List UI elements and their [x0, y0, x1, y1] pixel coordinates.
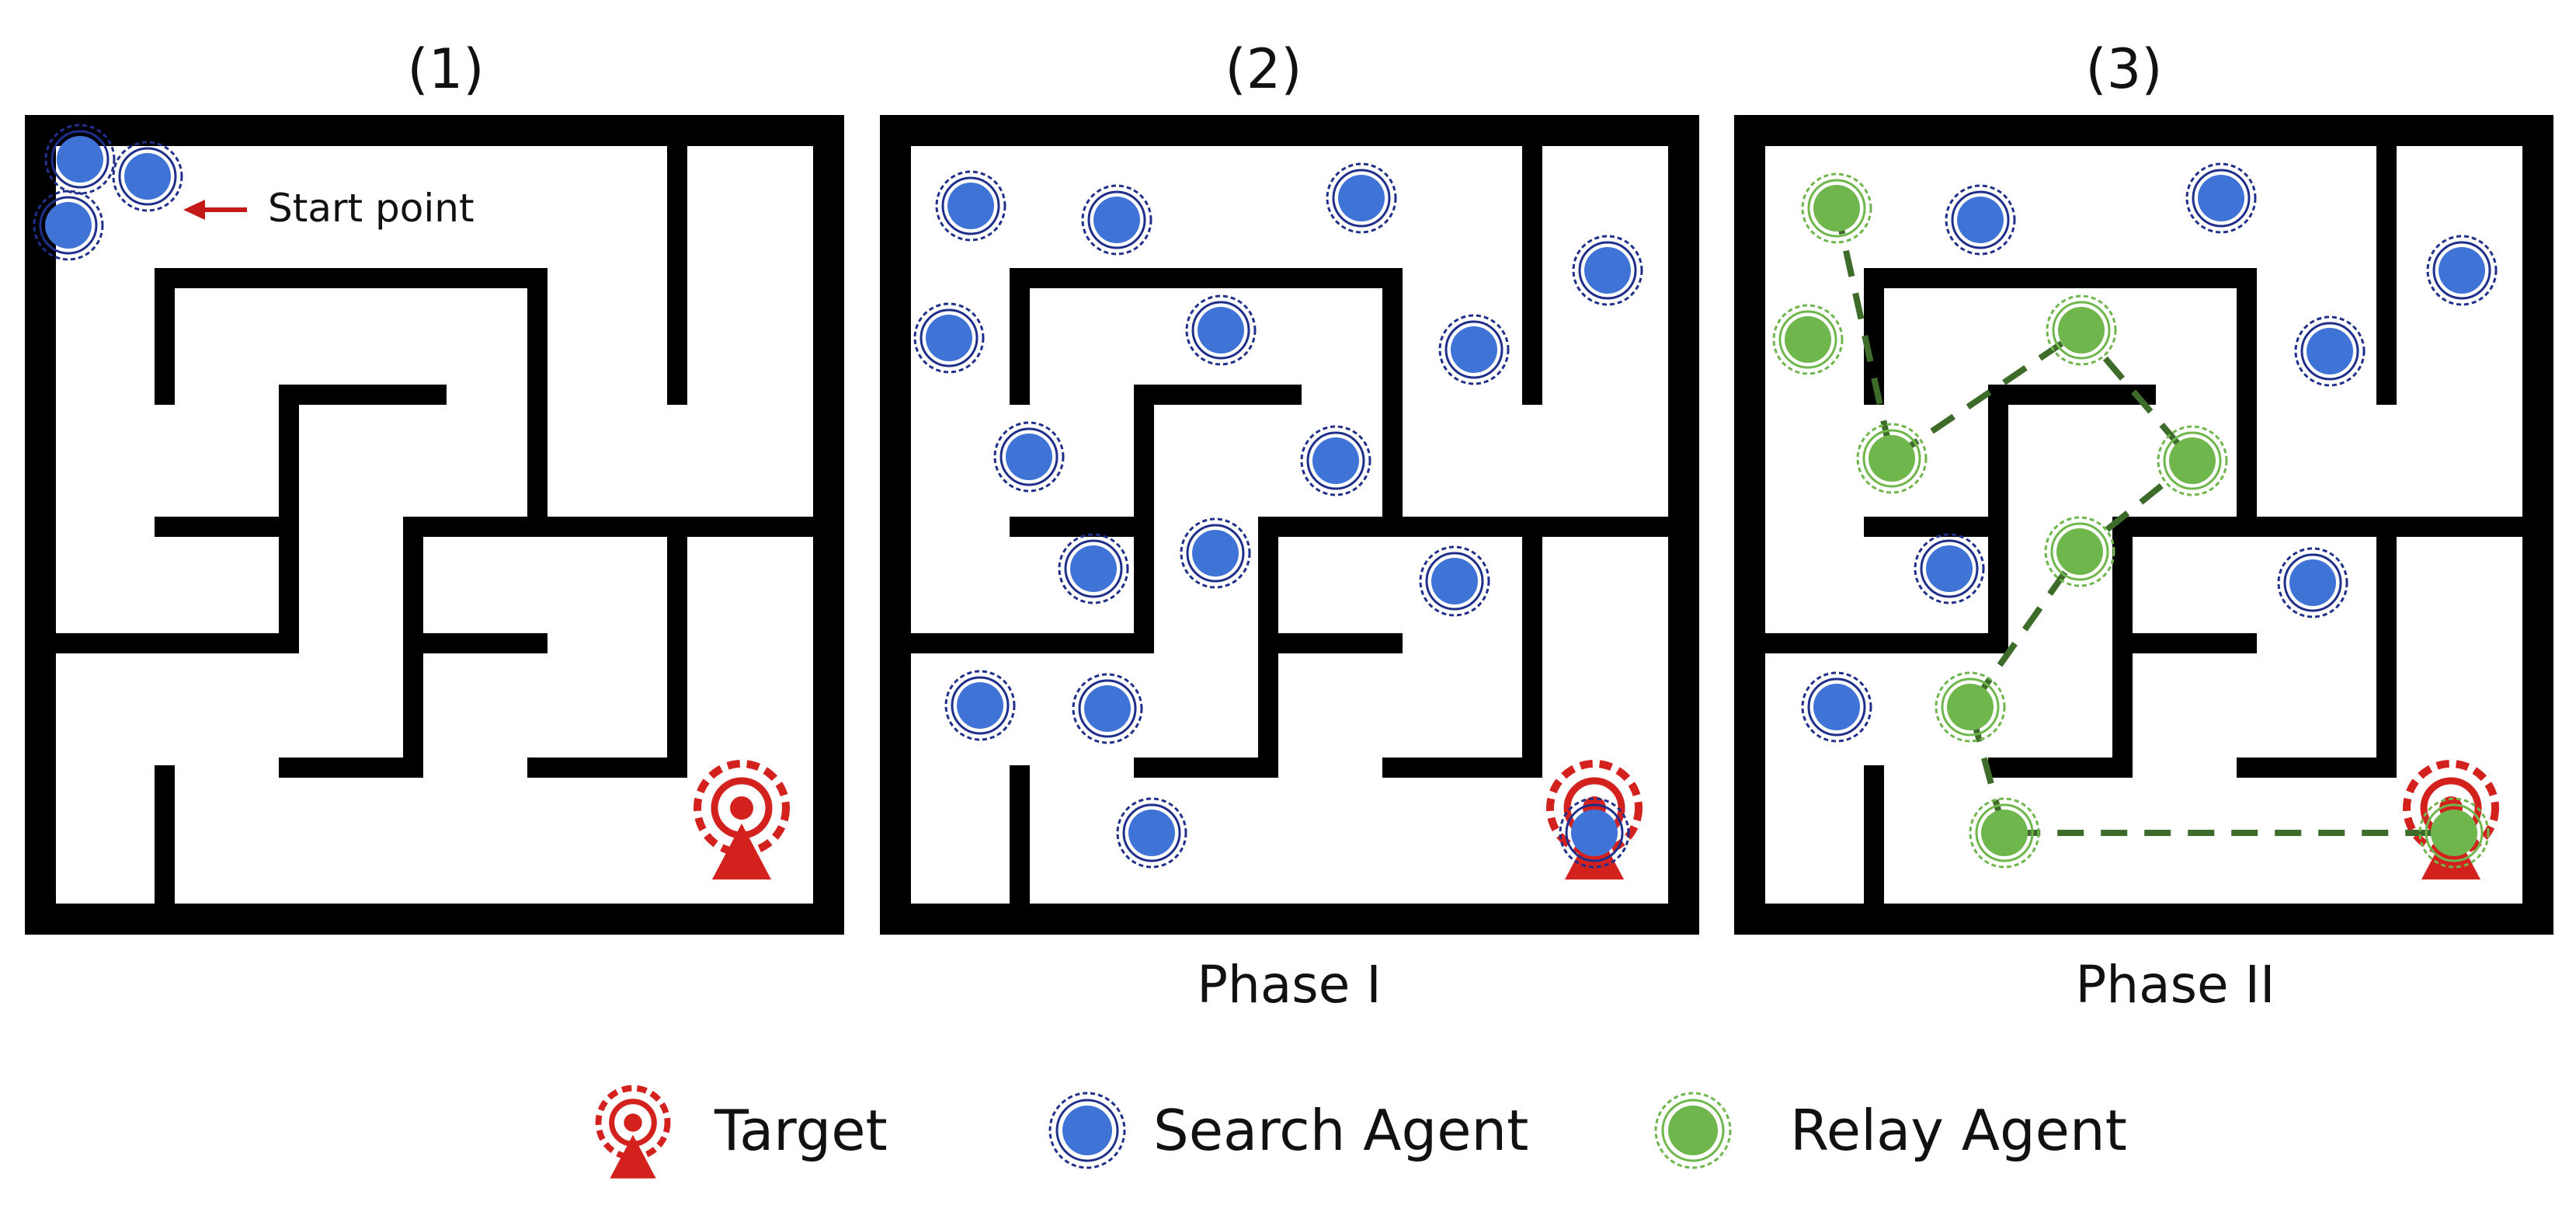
search-agent-icon — [1419, 545, 1490, 617]
search-agent-icon — [1180, 517, 1251, 589]
search-agent-icon — [1081, 184, 1152, 256]
panel-2-search-agents — [913, 162, 1643, 869]
search-agent-icon — [944, 670, 1016, 741]
search-agent-icon — [1945, 184, 2016, 256]
search-agent-icon — [2185, 162, 2257, 234]
search-agent-icon — [33, 190, 104, 261]
search-agent-icon — [1185, 294, 1257, 366]
start-cluster — [33, 124, 183, 261]
panel-1-label: (1) — [407, 37, 484, 101]
relay-agent-icon — [2157, 425, 2228, 496]
start-arrowhead — [183, 200, 205, 220]
target-icon — [595, 1085, 671, 1179]
search-agent-icon — [1072, 673, 1143, 744]
legend-search-label: Search Agent — [1153, 1098, 1528, 1163]
panel-3-label: (3) — [2085, 37, 2162, 101]
search-agent-icon — [1058, 533, 1129, 604]
maze-panel-2 — [880, 115, 1699, 935]
legend-relay-label: Relay Agent — [1790, 1098, 2127, 1163]
panel-3-relay-agents — [1772, 172, 2490, 869]
phase-2-label: Phase II — [2076, 955, 2275, 1015]
relay-agent-icon — [1801, 172, 1872, 244]
search-agent-icon — [1116, 797, 1187, 869]
search-agent-icon — [2277, 547, 2348, 618]
relay-agent-icon — [2044, 516, 2115, 587]
search-agent-icon — [44, 124, 116, 195]
legend-relay-agent: Relay Agent — [1654, 1092, 2127, 1169]
search-agent-icon — [1300, 425, 1371, 496]
relay-agent-icon — [1969, 797, 2040, 869]
search-agent-icon — [1572, 235, 1643, 306]
search-agent-icon — [1559, 797, 1630, 869]
start-point-annotation: Start point — [183, 186, 475, 231]
panel-3-search-agents — [1801, 162, 2498, 743]
search-agent-icon — [913, 302, 985, 374]
panel-2-label: (2) — [1225, 37, 1302, 101]
maze-panel-1 — [25, 115, 844, 935]
legend-search-agent: Search Agent — [1048, 1092, 1528, 1169]
search-agent-icon — [1326, 162, 1397, 234]
search-agent-icon — [993, 421, 1065, 493]
search-agent-icon — [112, 141, 183, 212]
search-agent-icon — [1438, 314, 1510, 385]
search-agent-icon — [1914, 533, 1985, 604]
search-agent-icon — [1048, 1092, 1126, 1169]
legend: Target Search Agent Relay Agent — [595, 1085, 2127, 1179]
relay-agent-icon — [2046, 294, 2117, 366]
start-point-label: Start point — [268, 186, 475, 231]
legend-target: Target — [595, 1085, 888, 1179]
relay-agent-icon — [1856, 423, 1928, 494]
relay-agent-icon — [1654, 1092, 1732, 1169]
search-agent-icon — [2294, 315, 2366, 387]
search-agent-icon — [1801, 671, 1872, 743]
relay-agent-icon — [1935, 671, 2006, 743]
relay-agent-icon — [1772, 304, 1844, 375]
target-icon — [694, 760, 790, 879]
search-agent-icon — [2426, 235, 2498, 306]
legend-target-label: Target — [714, 1098, 888, 1163]
maze-panel-3 — [1734, 115, 2553, 935]
search-agent-icon — [935, 170, 1006, 242]
phase-1-label: Phase I — [1197, 955, 1382, 1015]
relay-agent-icon — [2418, 797, 2490, 869]
